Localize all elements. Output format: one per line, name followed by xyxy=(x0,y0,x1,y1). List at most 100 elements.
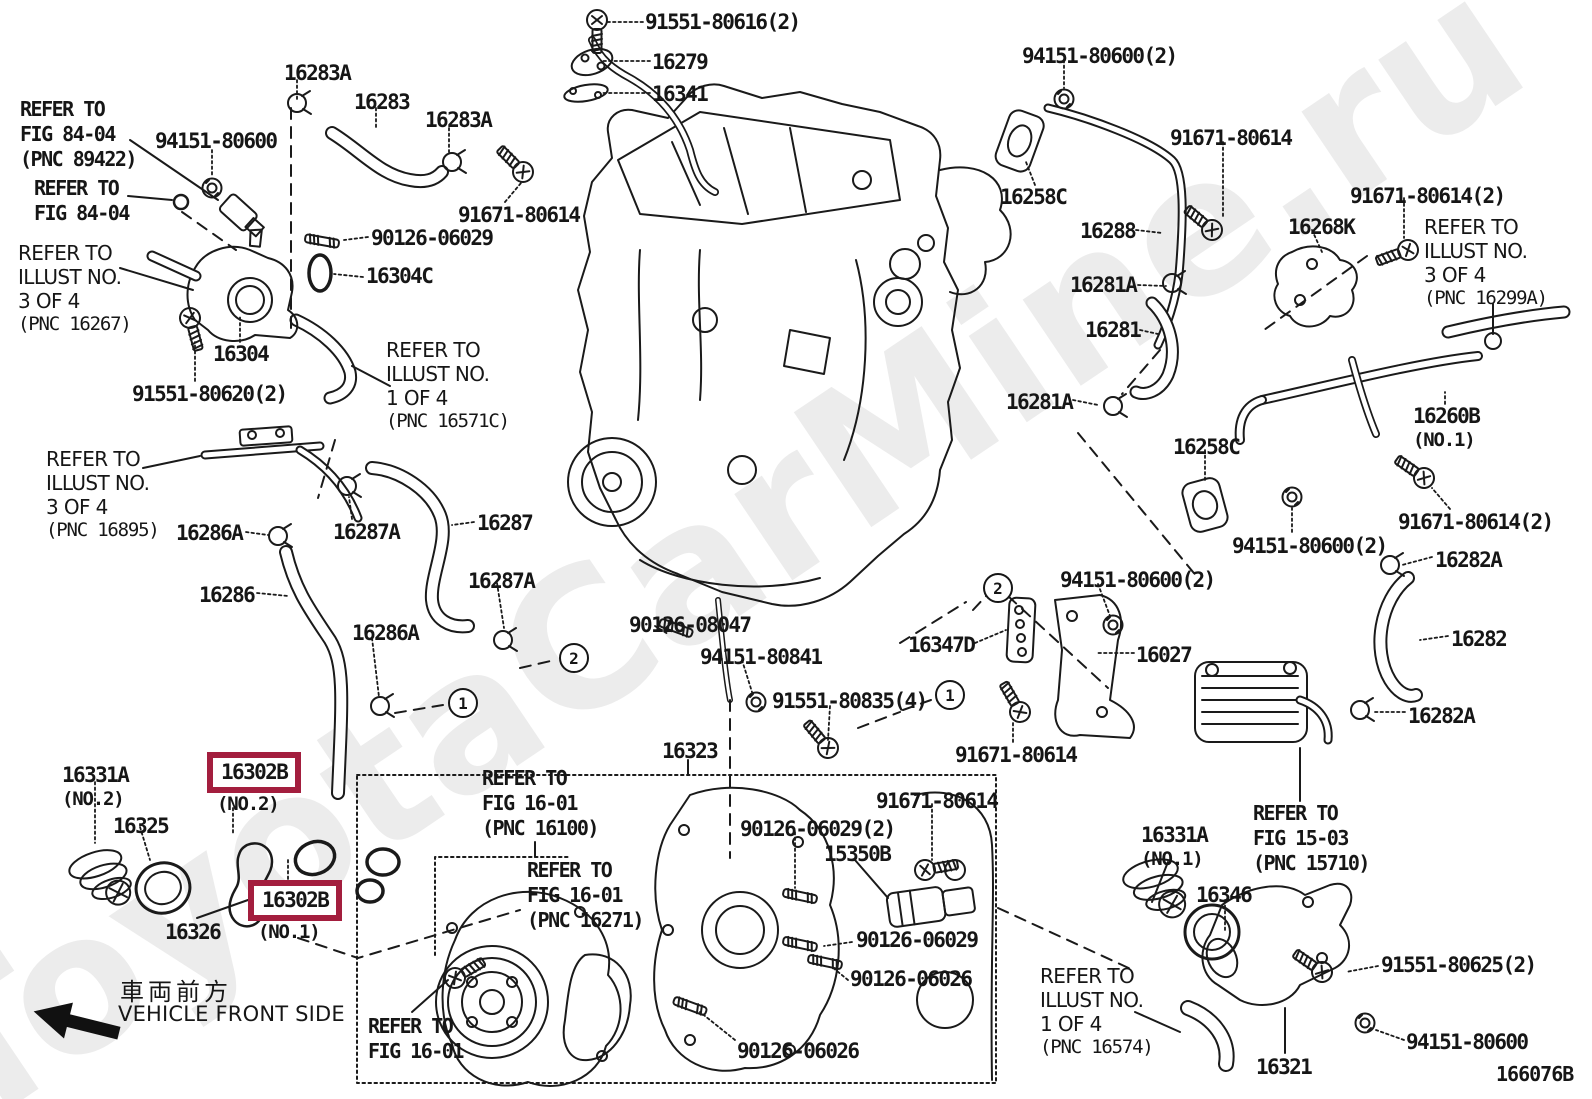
part-label-16258c[interactable]: 16258C xyxy=(1173,435,1241,459)
part-label-90126-06026[interactable]: 90126-06026 xyxy=(850,967,973,991)
part-label-16321[interactable]: 16321 xyxy=(1256,1055,1313,1079)
part-label-16281[interactable]: 16281 xyxy=(1085,318,1142,342)
part-label-16302b[interactable]: 16302B xyxy=(207,752,302,793)
part-label-16283[interactable]: 16283 xyxy=(354,90,411,114)
refer-note-line: ILLUST NO. xyxy=(46,471,150,495)
part-label-90126-06029[interactable]: 90126-06029 xyxy=(371,226,494,250)
part-label-91551-80835(4)[interactable]: 91551-80835(4) xyxy=(772,689,928,713)
part-label-16279[interactable]: 16279 xyxy=(652,50,709,74)
part-label-16286a[interactable]: 16286A xyxy=(176,521,244,545)
part-label-90126-06026[interactable]: 90126-06026 xyxy=(737,1039,860,1063)
refer-note-line: FIG 15-03 xyxy=(1253,826,1349,850)
part-label-16346[interactable]: 16346 xyxy=(1196,883,1253,907)
engine-drawing xyxy=(568,84,1011,700)
refer-note-line: (PNC 16267) xyxy=(18,313,132,335)
part-label-91671-80614[interactable]: 91671-80614 xyxy=(876,789,999,813)
solid-leaders xyxy=(120,140,1493,1053)
part-label-91671-80614[interactable]: 91671-80614 xyxy=(955,743,1078,767)
refer-note-line: REFER TO xyxy=(46,447,141,471)
part-label-15350b[interactable]: 15350B xyxy=(824,842,892,866)
part-label-16268k[interactable]: 16268K xyxy=(1288,215,1356,239)
part-sublabel: (NO.2) xyxy=(62,788,125,810)
part-label-94151-80600(2)[interactable]: 94151-80600(2) xyxy=(1232,534,1388,558)
refer-note-line: REFER TO xyxy=(1424,215,1519,239)
part-label-16347d[interactable]: 16347D xyxy=(908,633,976,657)
part-label-16281a[interactable]: 16281A xyxy=(1006,390,1074,414)
refer-note-line: REFER TO xyxy=(482,766,568,790)
part-sublabel: (NO.1) xyxy=(1413,429,1476,451)
part-label-91671-80614[interactable]: 91671-80614 xyxy=(1170,126,1293,150)
part-label-16302b[interactable]: 16302B xyxy=(248,880,343,921)
part-sublabel: (NO.2) xyxy=(217,793,280,815)
part-sublabel: (NO.1) xyxy=(1141,848,1204,870)
part-label-91671-80614(2)[interactable]: 91671-80614(2) xyxy=(1350,184,1506,208)
refer-note-line: (PNC 16100) xyxy=(482,816,599,840)
part-label-94151-80600(2)[interactable]: 94151-80600(2) xyxy=(1022,44,1178,68)
part-label-91551-80625(2)[interactable]: 91551-80625(2) xyxy=(1381,953,1537,977)
part-label-16282a[interactable]: 16282A xyxy=(1408,704,1476,728)
callout-1: 1 xyxy=(935,680,965,710)
part-label-16027[interactable]: 16027 xyxy=(1136,643,1193,667)
refer-note-line: 1 OF 4 xyxy=(1040,1012,1102,1036)
refer-note-line: 1 OF 4 xyxy=(386,386,448,410)
leader-lines xyxy=(95,22,1493,1040)
part-label-16331a[interactable]: 16331A(NO.2) xyxy=(62,763,130,810)
refer-note-line: ILLUST NO. xyxy=(18,265,122,289)
part-label-16286[interactable]: 16286 xyxy=(199,583,256,607)
part-label-16287a[interactable]: 16287A xyxy=(468,569,536,593)
part-label-90126-06029[interactable]: 90126-06029 xyxy=(856,928,979,952)
part-label-16282a[interactable]: 16282A xyxy=(1435,548,1503,572)
dashed-lines xyxy=(182,108,1367,970)
oil-cooler-drawing xyxy=(1195,662,1328,742)
part-label-16304[interactable]: 16304 xyxy=(213,342,270,366)
part-label-94151-80600[interactable]: 94151-80600 xyxy=(155,129,278,153)
part-label-16283a[interactable]: 16283A xyxy=(284,61,352,85)
timing-cover-drawing xyxy=(654,788,839,1071)
part-label-94151-80600(2)[interactable]: 94151-80600(2) xyxy=(1060,568,1216,592)
part-label-16286a[interactable]: 16286A xyxy=(352,621,420,645)
part-label-16282[interactable]: 16282 xyxy=(1451,627,1508,651)
part-label-16326[interactable]: 16326 xyxy=(165,920,222,944)
refer-note-line: ILLUST NO. xyxy=(386,362,490,386)
part-label-91551-80616(2)[interactable]: 91551-80616(2) xyxy=(645,10,801,34)
part-label-94151-80600[interactable]: 94151-80600 xyxy=(1406,1030,1529,1054)
refer-note-line: FIG 16-01 xyxy=(527,883,623,907)
part-sublabel: (NO.1) xyxy=(258,921,321,943)
part-label-16258c[interactable]: 16258C xyxy=(1000,185,1068,209)
part-label-16287[interactable]: 16287 xyxy=(477,511,534,535)
callout-2: 2 xyxy=(983,573,1013,603)
part-label-91671-80614(2)[interactable]: 91671-80614(2) xyxy=(1398,510,1554,534)
part-label-16341[interactable]: 16341 xyxy=(652,82,709,106)
refer-note-line: ILLUST NO. xyxy=(1040,988,1144,1012)
part-label-94151-80841[interactable]: 94151-80841 xyxy=(700,645,823,669)
refer-note-line: REFER TO xyxy=(18,241,113,265)
refer-note-line: 3 OF 4 xyxy=(46,495,108,519)
part-label-16323[interactable]: 16323 xyxy=(662,739,719,763)
part-label-16283a[interactable]: 16283A xyxy=(425,108,493,132)
refer-note-line: 3 OF 4 xyxy=(18,289,80,313)
part-label-91671-80614[interactable]: 91671-80614 xyxy=(458,203,581,227)
refer-note-line: FIG 84-04 xyxy=(20,122,116,146)
refer-note-line: REFER TO xyxy=(386,338,481,362)
part-label-91551-80620(2)[interactable]: 91551-80620(2) xyxy=(132,382,288,406)
part-label-16288[interactable]: 16288 xyxy=(1080,219,1137,243)
part-label-16287a[interactable]: 16287A xyxy=(333,520,401,544)
part-label-90126-06029(2)[interactable]: 90126-06029(2) xyxy=(740,817,896,841)
part-label-16260b[interactable]: 16260B(NO.1) xyxy=(1413,404,1481,451)
refer-note-line: FIG 16-01 xyxy=(368,1039,464,1063)
refer-note-line: (PNC 16574) xyxy=(1040,1036,1154,1058)
part-label-16304c[interactable]: 16304C xyxy=(366,264,434,288)
thermostat-right-group xyxy=(1120,854,1351,1005)
part-label-90126-08047[interactable]: 90126-08047 xyxy=(629,613,752,637)
refer-note-line: FIG 16-01 xyxy=(482,791,578,815)
knock-sensor-drawing xyxy=(886,882,976,928)
part-label-16281a[interactable]: 16281A xyxy=(1070,273,1138,297)
part-label-16331a[interactable]: 16331A(NO.1) xyxy=(1141,823,1209,870)
refer-note-line: (PNC 16895) xyxy=(46,519,160,541)
part-label-16325[interactable]: 16325 xyxy=(113,814,170,838)
vehicle-front-arrow-icon xyxy=(33,1002,121,1040)
